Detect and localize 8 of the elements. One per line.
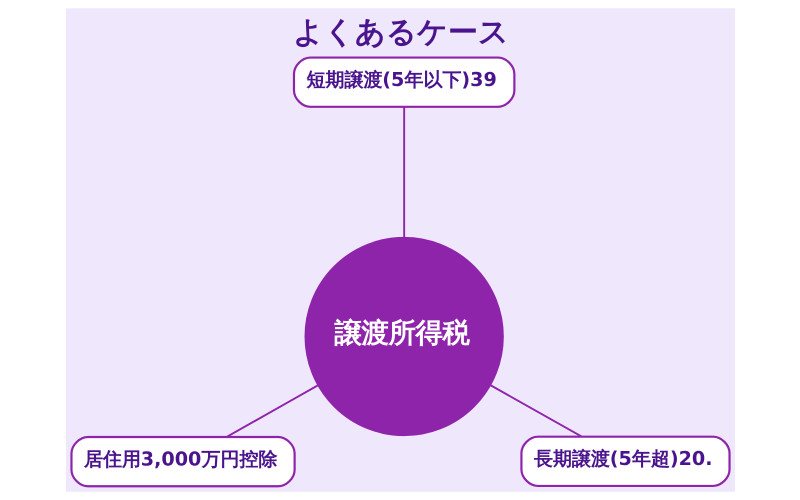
connector [489, 384, 582, 438]
node-circle: 譲渡所得税 [304, 236, 504, 436]
connector [402, 107, 405, 238]
node-box: 長期譲渡(5年超)20. [520, 436, 730, 488]
connector [226, 384, 318, 438]
node-box: 居住用3,000万円控除 [70, 436, 296, 488]
node-box: 短期譲渡(5年以下)39 [292, 56, 515, 108]
diagram-title: よくあるケース [292, 14, 509, 50]
